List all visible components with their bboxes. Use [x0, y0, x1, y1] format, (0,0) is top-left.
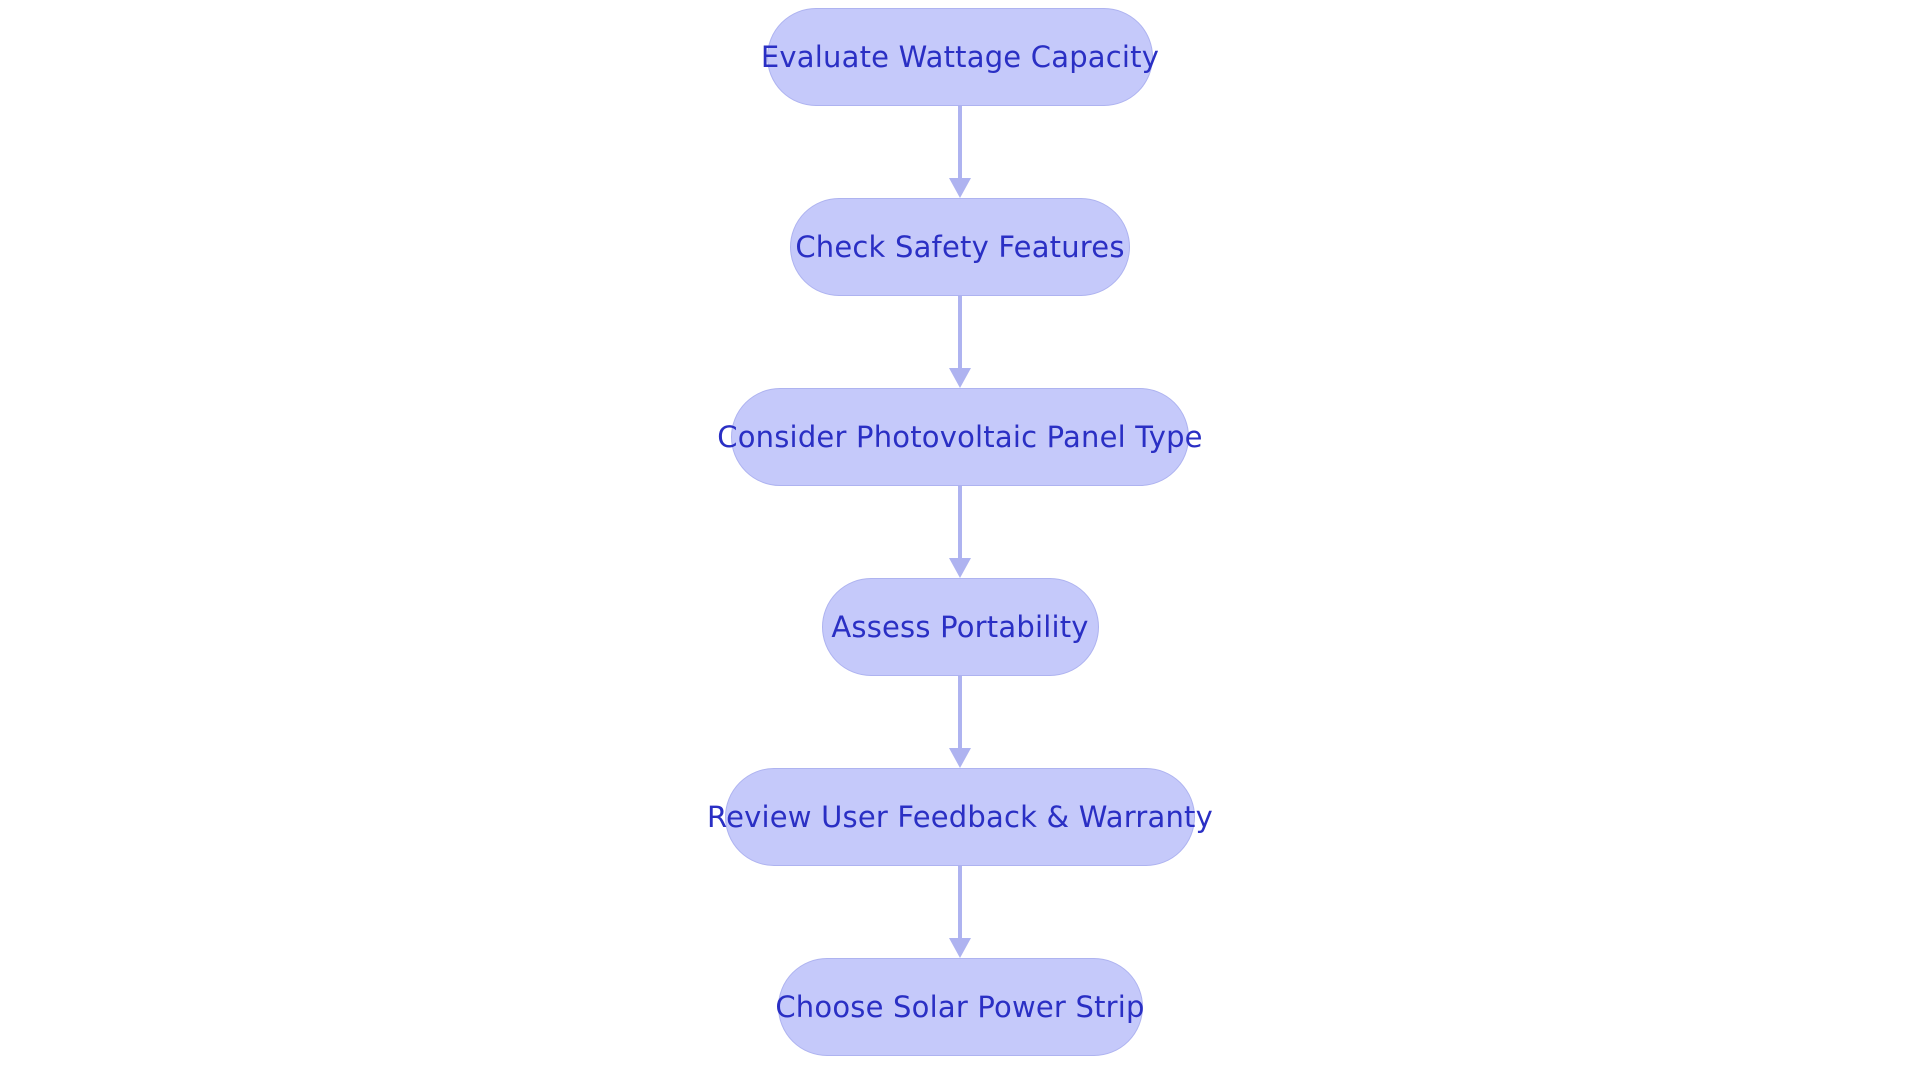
flow-node-label: Evaluate Wattage Capacity: [760, 39, 1160, 74]
connector-shaft: [958, 866, 962, 940]
flow-node-review-user-feedback-and-warranty[interactable]: Review User Feedback & Warranty: [707, 768, 1213, 866]
connector-shaft: [958, 676, 962, 750]
flow-node-assess-portability[interactable]: Assess Portability: [821, 578, 1099, 676]
flow-node-evaluate-wattage-capacity[interactable]: Evaluate Wattage Capacity: [761, 8, 1159, 106]
flow-node-label: Choose Solar Power Strip: [775, 989, 1145, 1024]
arrow-down-icon: [949, 748, 971, 768]
flow-node-label: Check Safety Features: [795, 229, 1125, 264]
arrow-down-icon: [949, 558, 971, 578]
flow-node-label: Review User Feedback & Warranty: [707, 799, 1213, 834]
arrow-down-icon: [949, 938, 971, 958]
flow-node-label: Consider Photovoltaic Panel Type: [717, 419, 1203, 454]
flow-node-check-safety-features[interactable]: Check Safety Features: [790, 198, 1130, 296]
flow-connector-arrow-1: [948, 296, 972, 388]
connector-shaft: [958, 296, 962, 370]
flow-node-label: Assess Portability: [831, 609, 1089, 644]
connector-shaft: [958, 106, 962, 180]
flow-connector-arrow-4: [948, 866, 972, 958]
flow-connector-arrow-0: [948, 106, 972, 198]
flow-connector-arrow-2: [948, 486, 972, 578]
connector-shaft: [958, 486, 962, 560]
flow-node-consider-photovoltaic-panel-type[interactable]: Consider Photovoltaic Panel Type: [717, 388, 1203, 486]
arrow-down-icon: [949, 368, 971, 388]
flow-connector-arrow-3: [948, 676, 972, 768]
arrow-down-icon: [949, 178, 971, 198]
flow-node-choose-solar-power-strip[interactable]: Choose Solar Power Strip: [775, 958, 1144, 1056]
